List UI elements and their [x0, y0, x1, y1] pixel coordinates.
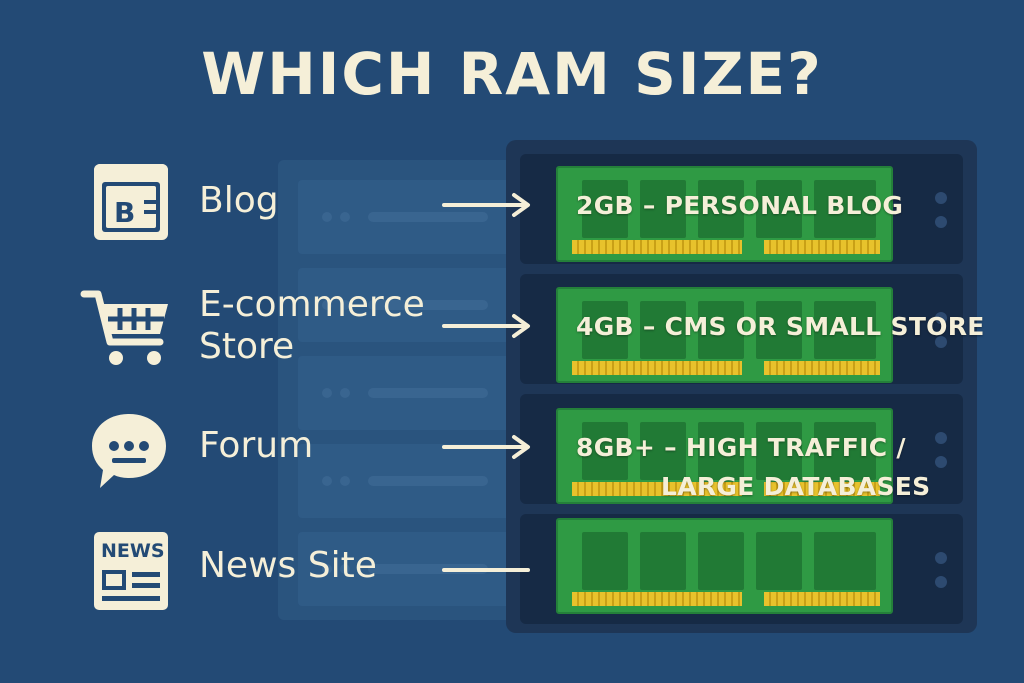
ram-label-8gb-line1: 8GB+ – HIGH TRAFFIC /: [576, 433, 906, 462]
chat-bubble-icon: [88, 410, 170, 496]
category-label-forum: Forum: [199, 425, 314, 466]
ram-module-8gb: [556, 408, 893, 504]
newspaper-icon-text: NEWS: [101, 540, 165, 562]
category-label-ecommerce-line2: Store: [199, 326, 295, 367]
arrow-blog: [442, 193, 530, 217]
arrow-ecommerce: [442, 314, 530, 338]
ram-module-4gb: [556, 287, 893, 383]
ram-module-2gb: [556, 166, 893, 262]
category-label-news-site: News Site: [199, 545, 377, 586]
category-label-ecommerce-line1: E-commerce: [199, 284, 425, 325]
ram-label-4gb: 4GB – CMS OR SMALL STORE: [576, 312, 985, 341]
ram-module-unlabeled: [556, 518, 893, 614]
category-label-blog: Blog: [199, 180, 279, 221]
blog-icon-letter: B: [114, 196, 136, 229]
newspaper-icon: NEWS: [92, 530, 170, 616]
arrow-forum: [442, 435, 530, 459]
ram-label-2gb: 2GB – PERSONAL BLOG: [576, 191, 904, 220]
blog-icon: B: [92, 162, 170, 246]
ram-label-8gb-line2: LARGE DATABASES: [661, 472, 931, 501]
shopping-cart-icon: [80, 286, 172, 372]
page-title: WHICH RAM SIZE?: [201, 40, 823, 108]
background-server-illustration: [278, 160, 540, 620]
line-news-site: [442, 568, 530, 572]
